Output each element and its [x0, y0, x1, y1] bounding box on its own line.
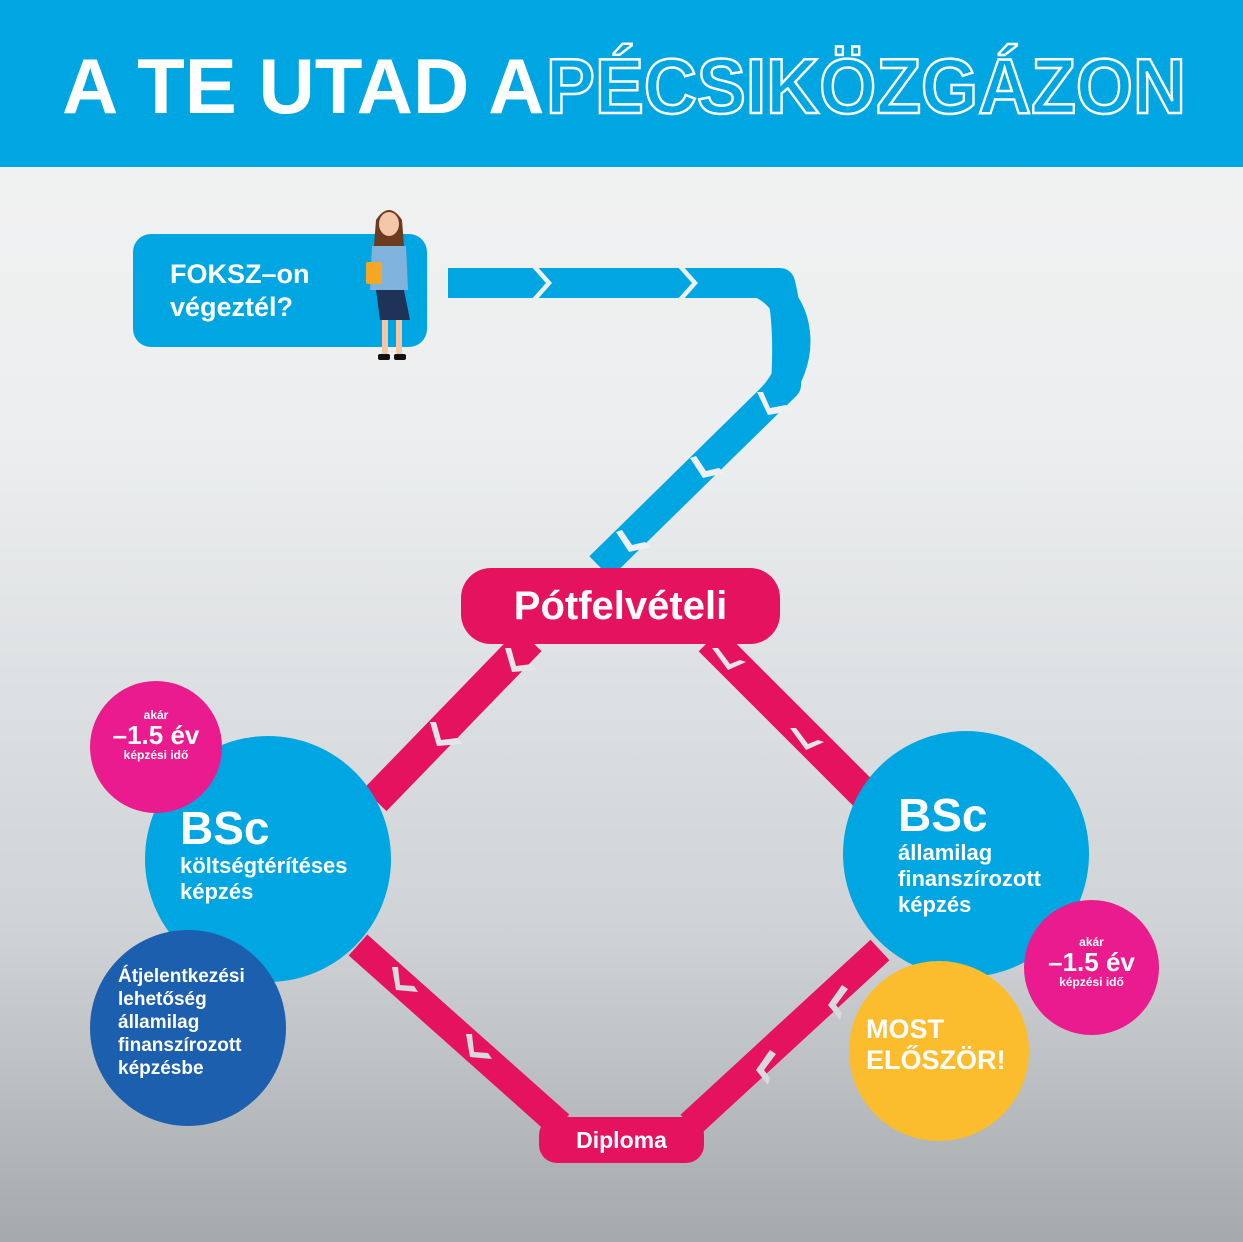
bsc-right-title: BSc — [898, 789, 988, 841]
badge-top: akár — [1079, 935, 1104, 949]
title-outline: PÉCSIKÖZGÁZON — [546, 42, 1186, 130]
bsc-left-block: BSc költségtérítéses képzés — [180, 803, 348, 905]
pink-path — [348, 628, 890, 1136]
chevron-arrow-icon — [392, 967, 418, 992]
bsc-left-line: képzés — [180, 879, 254, 904]
start-question: FOKSZ–on végeztél? — [170, 258, 310, 324]
potfelveteli-node: Pótfelvételi — [461, 568, 780, 644]
transfer-text: Átjelentkezési lehetőség államilag finan… — [118, 965, 245, 1080]
chevron-arrow-icon — [690, 456, 725, 478]
chevron-arrow-icon — [616, 530, 651, 552]
bsc-right-block: BSc államilag finanszírozott képzés — [898, 790, 1041, 918]
chevron-arrow-icon — [712, 648, 746, 670]
chevron-arrow-icon — [676, 265, 698, 301]
duration-badge-left — [90, 681, 222, 813]
diploma-node: Diploma — [539, 1117, 704, 1163]
transfer-circle — [90, 930, 286, 1126]
badge-value: –1.5 év — [112, 720, 200, 750]
chevron-arrow-icon — [530, 265, 552, 301]
first-time-text: MOST ELŐSZÖR! — [866, 1014, 1006, 1076]
bsc-right-line: finanszírozott — [898, 866, 1041, 891]
chevron-arrow-icon — [505, 648, 537, 672]
duration-badge-left-text: akár –1.5 év képzési idő — [90, 708, 222, 762]
chevron-arrow-icon — [466, 1034, 492, 1059]
duration-badge-right-text: akár –1.5 év képzési idő — [1024, 935, 1159, 989]
chevron-arrow-icon — [828, 985, 848, 1020]
duration-badge-right — [1024, 900, 1159, 1035]
header-banner — [0, 0, 1243, 167]
transfer-line: képzésbe — [118, 1058, 204, 1079]
bsc-left-line: költségtérítéses — [180, 853, 348, 878]
chevron-arrow-icon — [757, 392, 792, 415]
transfer-line: Átjelentkezési — [118, 966, 245, 987]
bsc-left-title: BSc — [180, 802, 270, 854]
blue-path — [448, 265, 811, 578]
transfer-line: lehetőség — [118, 989, 207, 1010]
start-line: FOKSZ–on — [170, 259, 310, 289]
title-solid: A TE UTAD A — [62, 42, 544, 130]
badge-top: akár — [143, 708, 169, 722]
chevron-arrow-icon — [756, 1050, 776, 1085]
first-time-badge — [849, 961, 1029, 1141]
start-line: végeztél? — [170, 292, 294, 322]
first-time-line: MOST — [866, 1014, 944, 1044]
bsc-right-line: képzés — [898, 892, 972, 917]
chevron-arrow-icon — [430, 722, 462, 746]
transfer-line: államilag — [118, 1012, 200, 1033]
first-time-line: ELŐSZÖR! — [866, 1045, 1006, 1075]
badge-bottom: képzési idő — [123, 748, 189, 762]
bsc-right-line: államilag — [898, 840, 993, 865]
badge-bottom: képzési idő — [1059, 975, 1124, 989]
chevron-arrow-icon — [790, 728, 824, 750]
header-title: A TE UTAD A PÉCSIKÖZGÁZON — [62, 41, 1187, 132]
badge-value: –1.5 év — [1048, 947, 1135, 977]
transfer-line: finanszírozott — [118, 1035, 242, 1056]
